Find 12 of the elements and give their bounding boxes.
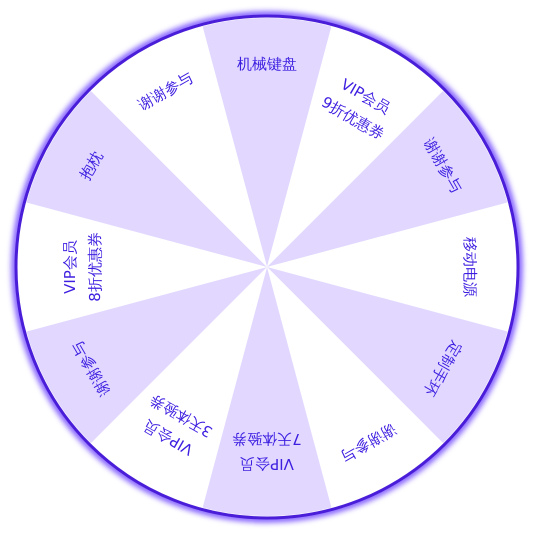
prize-label: 谢谢参与 [68,338,114,399]
prize-label: 谢谢参与 [338,420,399,466]
prize-label: 谢谢参与 [135,68,196,114]
prize-label: VIP会员 9折优惠券 [318,75,394,144]
prize-label: 移动电源 [461,237,479,297]
prize-label: 机械键盘 [237,55,297,73]
prize-label: 抱枕 [76,148,106,183]
prize-label: VIP会员 7天体验券 [232,430,302,473]
prize-label: VIP会员 3天体验券 [140,390,216,459]
prize-label: 定制手环 [420,338,466,399]
prize-label: 谢谢参与 [420,135,466,196]
prize-label: VIP会员 8折优惠券 [61,232,104,302]
